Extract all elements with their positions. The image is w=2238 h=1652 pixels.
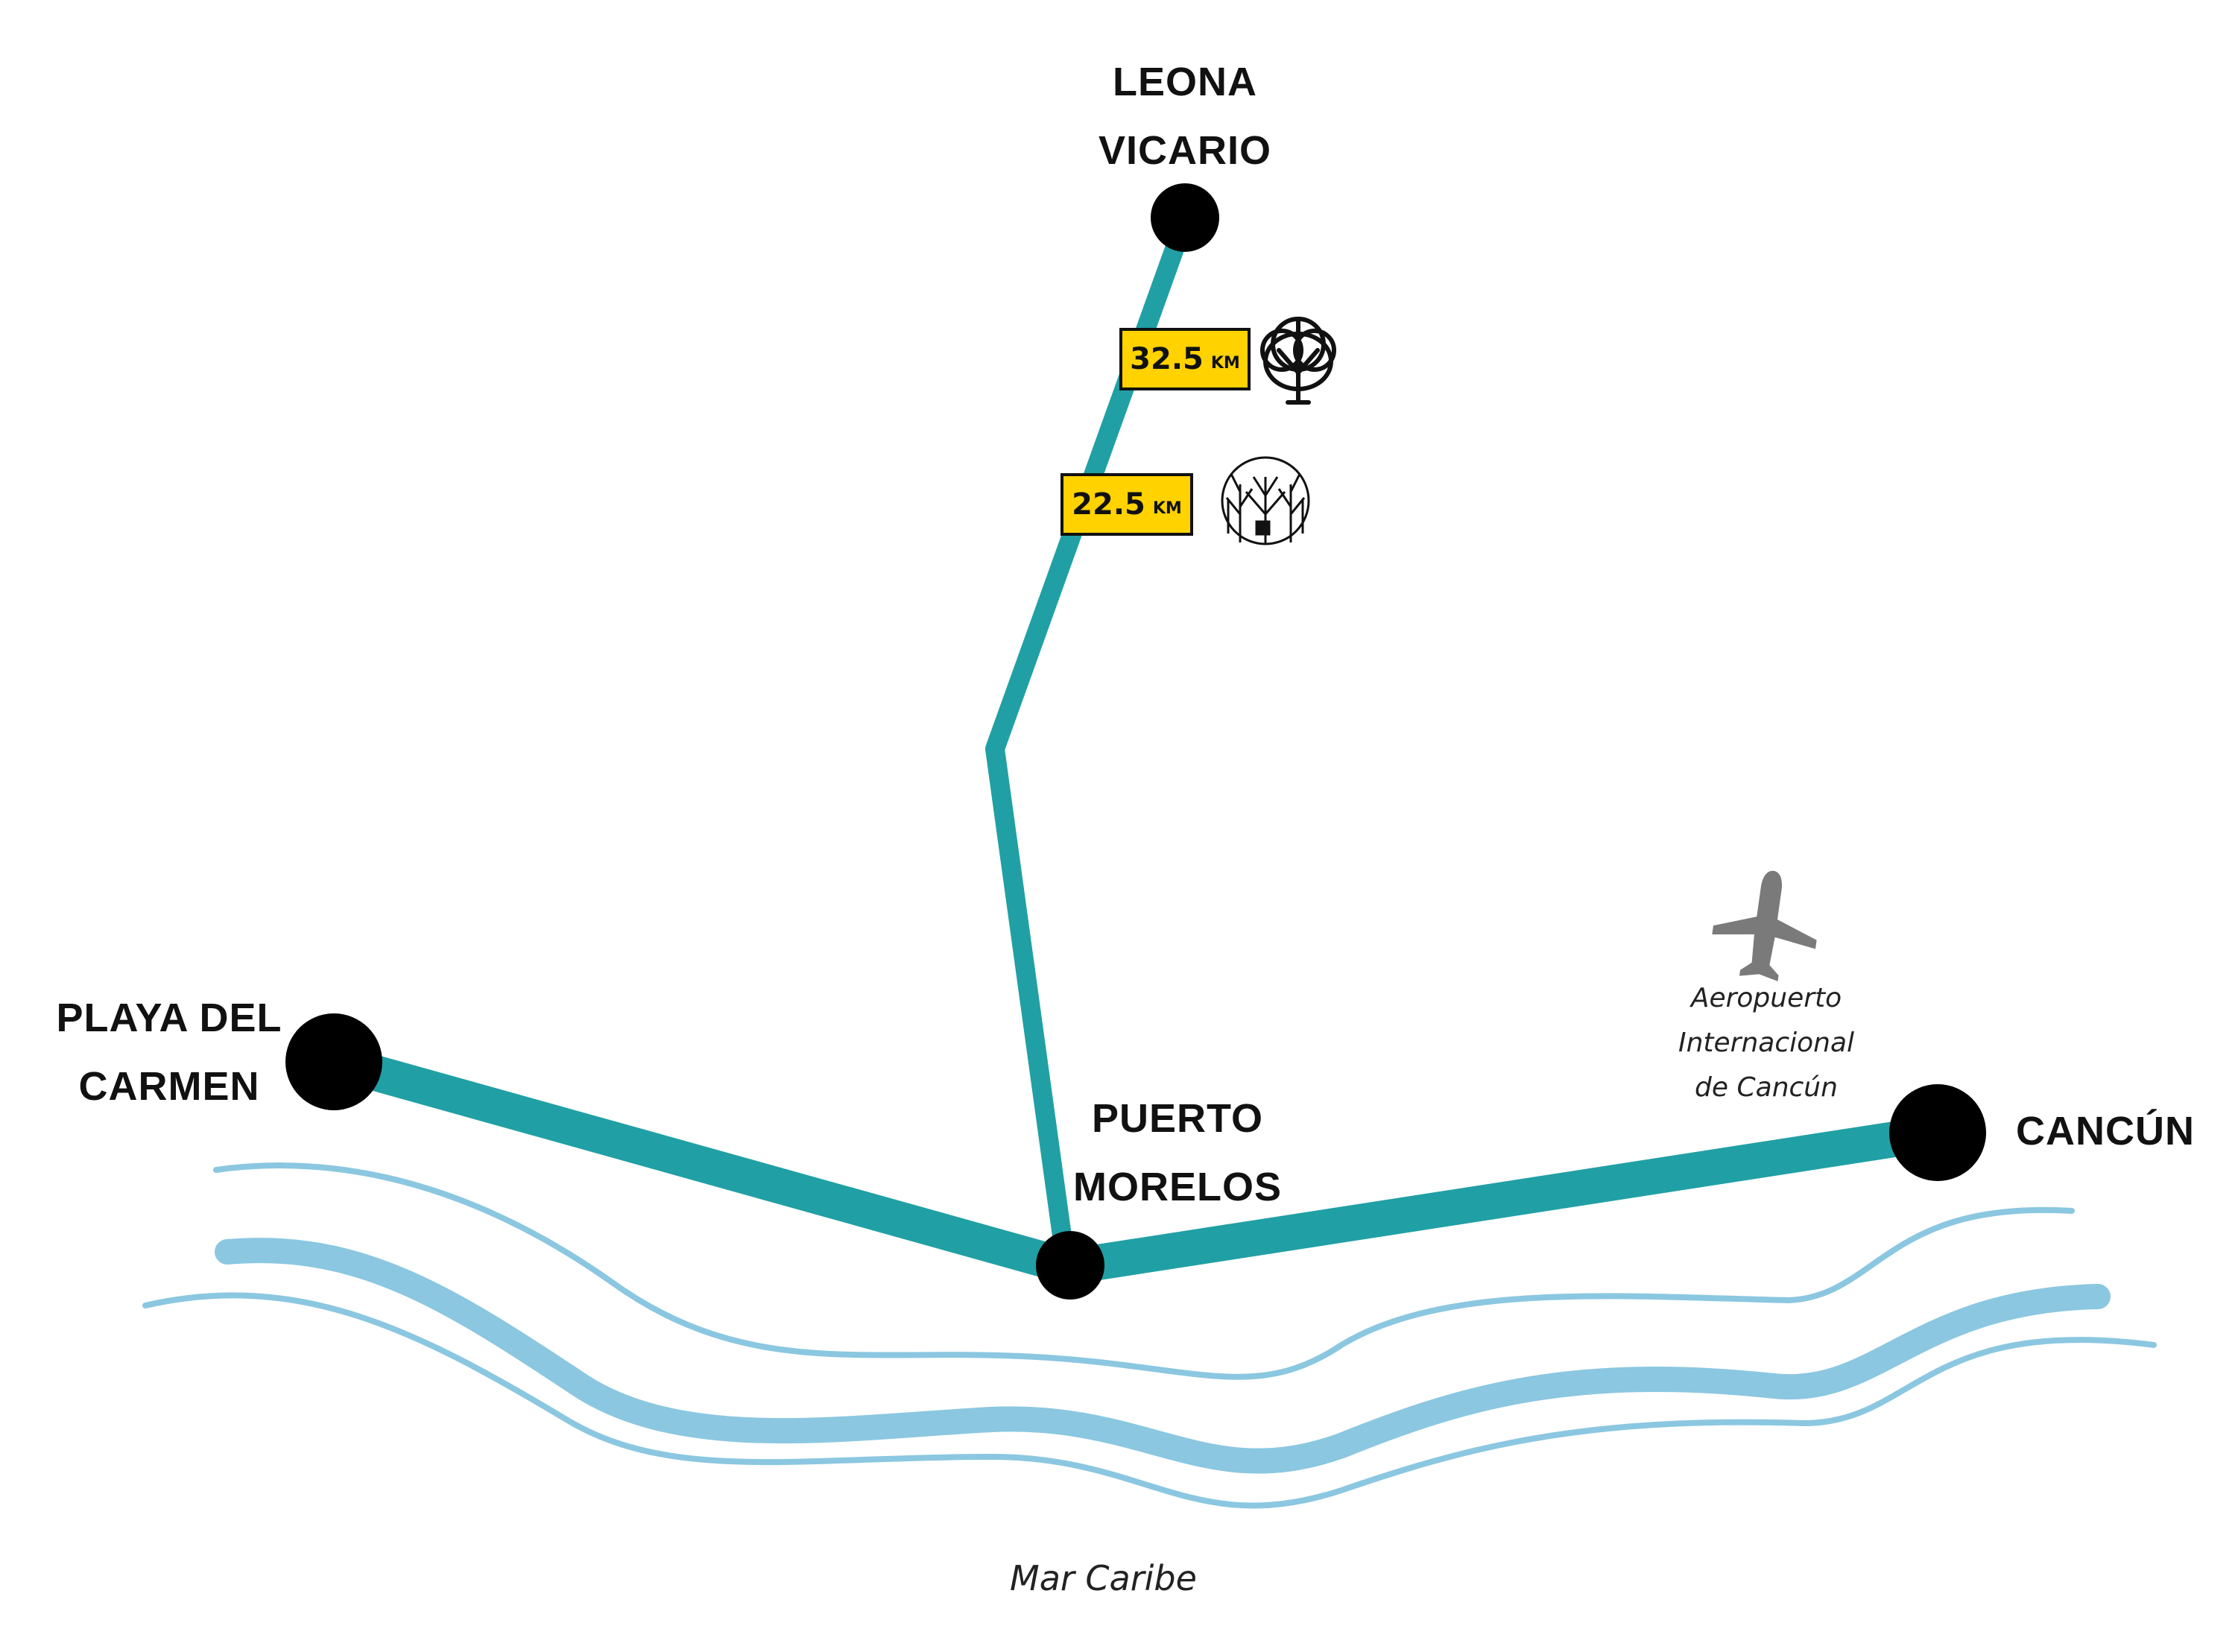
city-label-line: VICARIO	[1098, 128, 1272, 173]
city-label-line: PUERTO	[1091, 1096, 1264, 1141]
node-playa-del-carmen[interactable]	[285, 1013, 382, 1110]
city-label-playa-del-carmen: PLAYA DEL CARMEN	[46, 984, 292, 1121]
node-puerto-morelos[interactable]	[1036, 1231, 1104, 1300]
distance-unit: KM	[1152, 499, 1182, 518]
node-leona-vicario[interactable]	[1151, 183, 1219, 252]
sea-label: Mar Caribe	[1010, 1558, 1197, 1598]
route-playa-puerto	[330, 1044, 1075, 1285]
city-label-cancun: CANCÚN	[2016, 1097, 2195, 1165]
city-label-line: MORELOS	[1072, 1165, 1282, 1209]
route-leona-puerto	[985, 216, 1195, 1265]
airport-label-line: de Cancún	[1695, 1072, 1838, 1103]
city-label-puerto-morelos: PUERTO MORELOS	[1066, 1084, 1289, 1221]
distance-unit: KM	[1210, 353, 1240, 373]
city-label-line: CANCÚN	[2016, 1109, 2195, 1153]
airport-label: Aeropuerto Internacional de Cancún	[1654, 976, 1878, 1110]
route-puerto-cancun	[1066, 1115, 1941, 1285]
city-label-line: CARMEN	[78, 1064, 260, 1109]
sea-wave-thin-top	[213, 1162, 2075, 1380]
routes	[330, 216, 1941, 1285]
airport-label-line: Internacional	[1678, 1028, 1855, 1058]
sea-wave-thick	[215, 1238, 2111, 1474]
airport-label-line: Aeropuerto	[1690, 983, 1842, 1013]
sea-wave-thin-bottom	[142, 1292, 2157, 1509]
distance-badge-22-5: 22.5 KM	[1060, 473, 1193, 536]
distance-value: 32.5	[1130, 342, 1204, 376]
city-nodes	[285, 183, 1986, 1300]
tree-logo-icon	[1260, 317, 1336, 405]
distance-badge-32-5: 32.5 KM	[1119, 328, 1251, 390]
node-cancun[interactable]	[1889, 1084, 1986, 1181]
airplane-icon	[1712, 870, 1817, 981]
forest-house-icon	[1221, 456, 1310, 545]
distance-value: 22.5	[1072, 487, 1145, 522]
city-label-line: LEONA	[1113, 60, 1257, 104]
city-label-line: PLAYA DEL	[56, 996, 282, 1040]
sea-waves	[142, 1162, 2157, 1509]
city-label-leona-vicario: LEONA VICARIO	[1088, 48, 1282, 185]
